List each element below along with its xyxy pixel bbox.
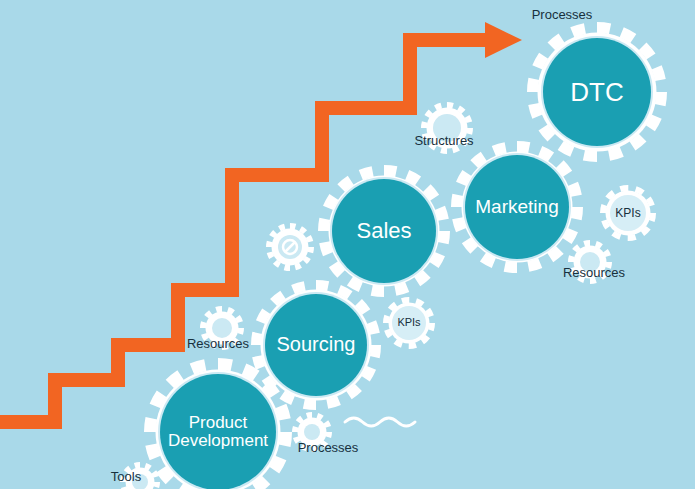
stage-gear: DTC: [527, 22, 667, 162]
kpi-gear: KPIs: [600, 185, 656, 241]
gear-body: [261, 290, 372, 401]
gear-ring: [263, 292, 369, 398]
gear-ring: [463, 153, 571, 261]
gear-ring: [158, 372, 278, 489]
kpi-label: KPIs: [615, 207, 640, 220]
slash-symbol: [283, 240, 297, 254]
gear-body: [272, 229, 309, 266]
gear-caption: Processes: [532, 7, 593, 22]
gear-teeth: [386, 300, 432, 346]
gear-label: Marketing: [475, 197, 558, 218]
gear-hub: [160, 374, 276, 489]
gear-hub: [332, 179, 436, 283]
gear-hub: [392, 306, 426, 340]
gear-label: Sales: [356, 219, 411, 243]
gear-teeth: [457, 147, 578, 268]
gear-body: [389, 303, 430, 344]
kpi-label: KPIs: [397, 317, 420, 329]
gear-teeth: [324, 171, 445, 292]
gear-hub: [543, 38, 651, 146]
gear-hub: [265, 294, 367, 396]
gear-teeth: [150, 364, 286, 489]
gear-hub: [465, 155, 569, 259]
staircase-arrow: [0, 40, 490, 422]
gear-body: [538, 33, 657, 152]
gear-ring: [330, 177, 438, 285]
gear-hub: [610, 195, 646, 231]
stage-gear: Marketing: [451, 141, 583, 273]
gear-body: [329, 176, 440, 287]
gear-teeth: [269, 226, 311, 268]
gear-label: Sourcing: [277, 334, 356, 356]
slash-symbol: [285, 242, 295, 252]
arrow-head: [485, 22, 522, 58]
gear-ring: [541, 36, 653, 148]
gear-hub: [212, 318, 232, 338]
stage-gear: Product Development: [144, 358, 292, 489]
small-gear: [269, 226, 311, 268]
gear-label: DTC: [570, 78, 623, 106]
gear-hub: [304, 424, 320, 440]
gear-caption: Processes: [298, 440, 359, 455]
gear-body: [462, 152, 573, 263]
gear-caption: Tools: [111, 469, 141, 484]
gear-caption: Resources: [187, 336, 249, 351]
gear-caption: Resources: [563, 265, 625, 280]
wavy-line: [345, 418, 415, 426]
gear-teeth: [533, 28, 662, 157]
gear-hub: [278, 235, 302, 259]
gear-caption: Structures: [414, 133, 473, 148]
gear-body: [606, 191, 651, 236]
gear-body: [156, 370, 281, 489]
gear-label: Product Development: [167, 414, 269, 451]
gear-teeth: [603, 188, 653, 238]
stage-gear: Sales: [318, 165, 450, 297]
kpi-gear: KPIs: [383, 297, 435, 349]
